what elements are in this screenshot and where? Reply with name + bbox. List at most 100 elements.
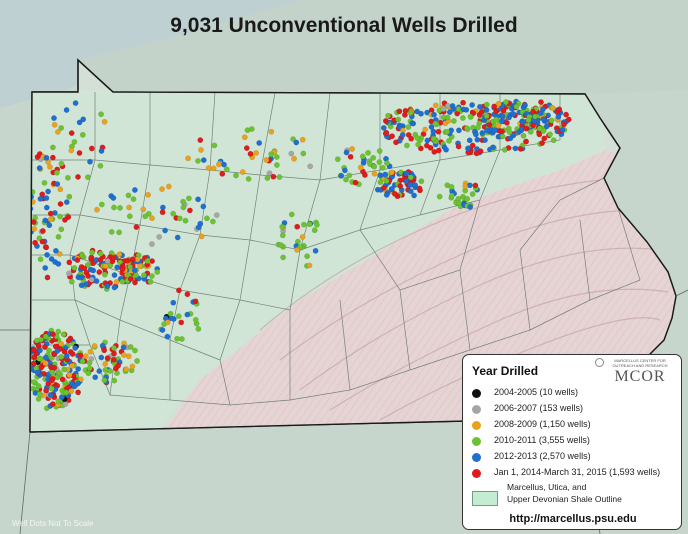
well-dot: [388, 169, 395, 176]
well-dot: [66, 193, 73, 200]
legend-item-2006-2007: 2006-2007 (153 wells): [472, 402, 678, 416]
well-dot: [467, 204, 474, 210]
well-dot: [58, 226, 65, 233]
well-dot: [36, 165, 43, 171]
well-dot: [343, 176, 349, 183]
well-dot: [352, 179, 359, 186]
well-dot: [48, 385, 55, 392]
well-dot: [167, 310, 174, 317]
well-dot: [268, 128, 275, 135]
well-dot: [113, 279, 120, 285]
well-dot: [36, 151, 43, 157]
source-url: http://marcellus.psu.edu: [509, 513, 637, 525]
well-dot: [532, 113, 538, 120]
well-dot: [65, 337, 72, 344]
well-dot: [68, 278, 75, 285]
well-dot: [88, 276, 95, 283]
well-dot: [176, 287, 182, 294]
well-dot: [483, 101, 490, 108]
shale-outline-region: [30, 90, 606, 432]
well-dot: [555, 113, 562, 120]
well-dot: [110, 255, 117, 261]
well-dot: [435, 147, 442, 154]
well-dot: [397, 183, 404, 189]
well-dot: [88, 254, 95, 261]
shale-outline-swatch: [472, 491, 498, 506]
well-dot: [121, 352, 127, 358]
well-dot: [129, 363, 136, 370]
well-dot: [543, 123, 550, 130]
well-dot: [430, 128, 437, 135]
well-dot: [98, 354, 105, 361]
well-dot: [186, 195, 192, 202]
well-dot: [418, 178, 425, 185]
well-dot: [56, 251, 63, 257]
legend-item-label: 2012-2013 (2,570 wells): [494, 451, 591, 461]
well-dot: [556, 106, 563, 113]
well-dot: [76, 119, 83, 126]
well-dot: [35, 383, 42, 389]
well-dot: [53, 247, 59, 254]
green-dot-icon: [472, 437, 481, 446]
well-dot: [465, 145, 471, 152]
well-dot: [131, 267, 138, 274]
well-dot: [371, 163, 378, 170]
scale-footnote: Well Dots Not To Scale: [12, 519, 94, 528]
well-dot: [460, 115, 466, 121]
well-dot: [483, 113, 490, 119]
well-dot: [204, 215, 210, 222]
well-dot: [63, 389, 70, 396]
well-dot: [293, 139, 300, 146]
well-dot: [57, 186, 64, 193]
well-dot: [407, 110, 414, 116]
well-dot: [97, 250, 104, 257]
well-dot: [31, 354, 38, 361]
well-dot: [448, 192, 455, 199]
well-dot: [383, 192, 390, 198]
well-dot: [93, 278, 100, 284]
well-dot: [79, 252, 85, 259]
well-dot: [126, 204, 132, 211]
well-dot: [495, 122, 502, 129]
well-dot: [548, 117, 555, 124]
well-dot: [216, 161, 222, 168]
well-dot: [405, 132, 412, 138]
well-dot: [446, 137, 452, 144]
well-dot: [210, 165, 217, 172]
well-dot: [301, 221, 307, 228]
well-dot: [89, 249, 95, 256]
well-dot: [210, 218, 216, 225]
well-dot: [192, 298, 199, 305]
well-dot: [102, 367, 109, 373]
well-dot: [523, 138, 529, 145]
well-dot: [474, 136, 481, 143]
shale-label-line1: Marcellus, Utica, and: [507, 482, 587, 492]
well-dot: [49, 369, 55, 376]
well-dot: [149, 273, 155, 279]
well-dot: [149, 215, 155, 222]
well-dot: [423, 142, 430, 149]
well-dot: [78, 274, 85, 281]
well-dot: [81, 265, 88, 272]
well-dot: [311, 227, 318, 234]
well-dot: [506, 129, 513, 136]
well-dot: [490, 144, 496, 151]
well-dot: [263, 157, 270, 163]
well-dot: [478, 109, 485, 115]
well-dot: [393, 139, 399, 146]
well-dot: [536, 131, 543, 138]
well-dot: [365, 149, 371, 156]
well-dot: [198, 147, 204, 153]
well-dot: [61, 348, 68, 355]
well-dot: [182, 217, 189, 224]
well-dot: [547, 131, 553, 138]
well-dot: [62, 217, 68, 223]
well-dot: [294, 223, 301, 230]
well-dot: [200, 203, 207, 210]
well-dot: [404, 142, 410, 149]
well-dot: [44, 252, 50, 258]
well-dot: [48, 256, 55, 262]
well-dot: [464, 195, 471, 202]
well-dot: [72, 345, 79, 351]
well-dot: [54, 348, 61, 354]
